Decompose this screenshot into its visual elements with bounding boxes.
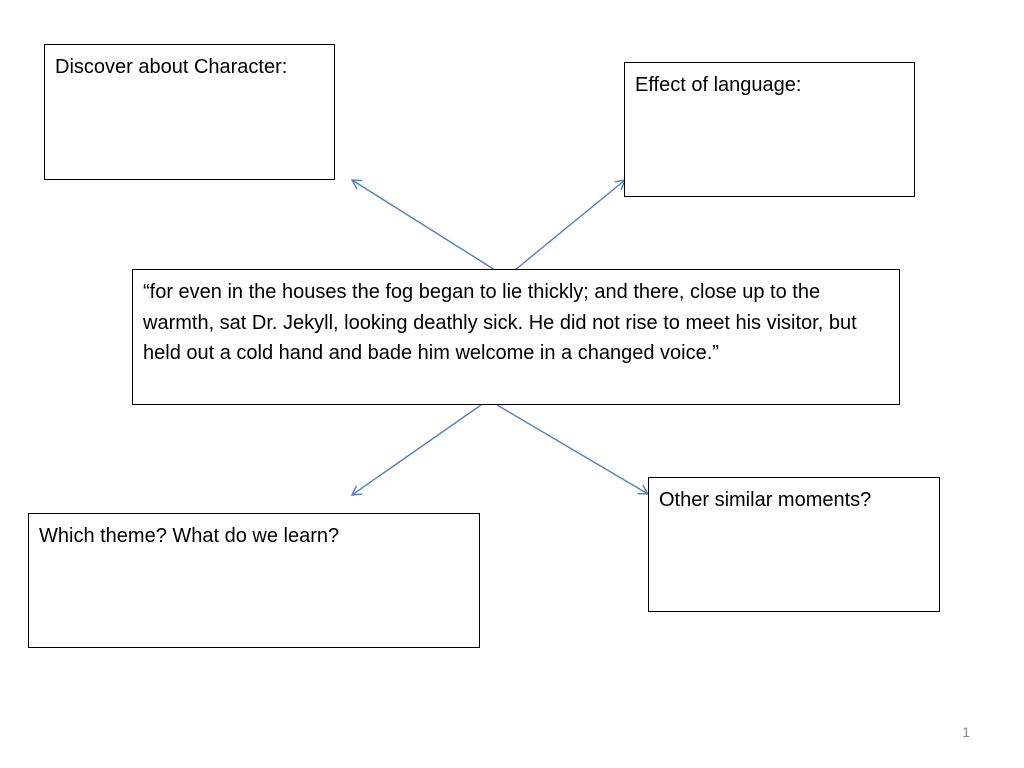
theme-box: Which theme? What do we learn?: [28, 513, 480, 648]
arrow-to-theme: [350, 404, 482, 496]
arrow-to-language: [514, 179, 627, 271]
quote-text: “for even in the houses the fog began to…: [143, 281, 857, 364]
similar-moments-box: Other similar moments?: [648, 477, 940, 612]
arrow-to-character: [350, 179, 496, 271]
theme-box-label: Which theme? What do we learn?: [39, 525, 340, 547]
character-box-label: Discover about Character:: [55, 56, 288, 78]
quote-box: “for even in the houses the fog began to…: [132, 269, 900, 405]
character-box: Discover about Character:: [44, 44, 335, 180]
slide-number: 1: [962, 724, 970, 740]
similar-moments-box-label: Other similar moments?: [659, 489, 872, 511]
language-box: Effect of language:: [624, 62, 915, 197]
arrow-to-similar: [496, 404, 650, 495]
language-box-label: Effect of language:: [635, 74, 802, 96]
